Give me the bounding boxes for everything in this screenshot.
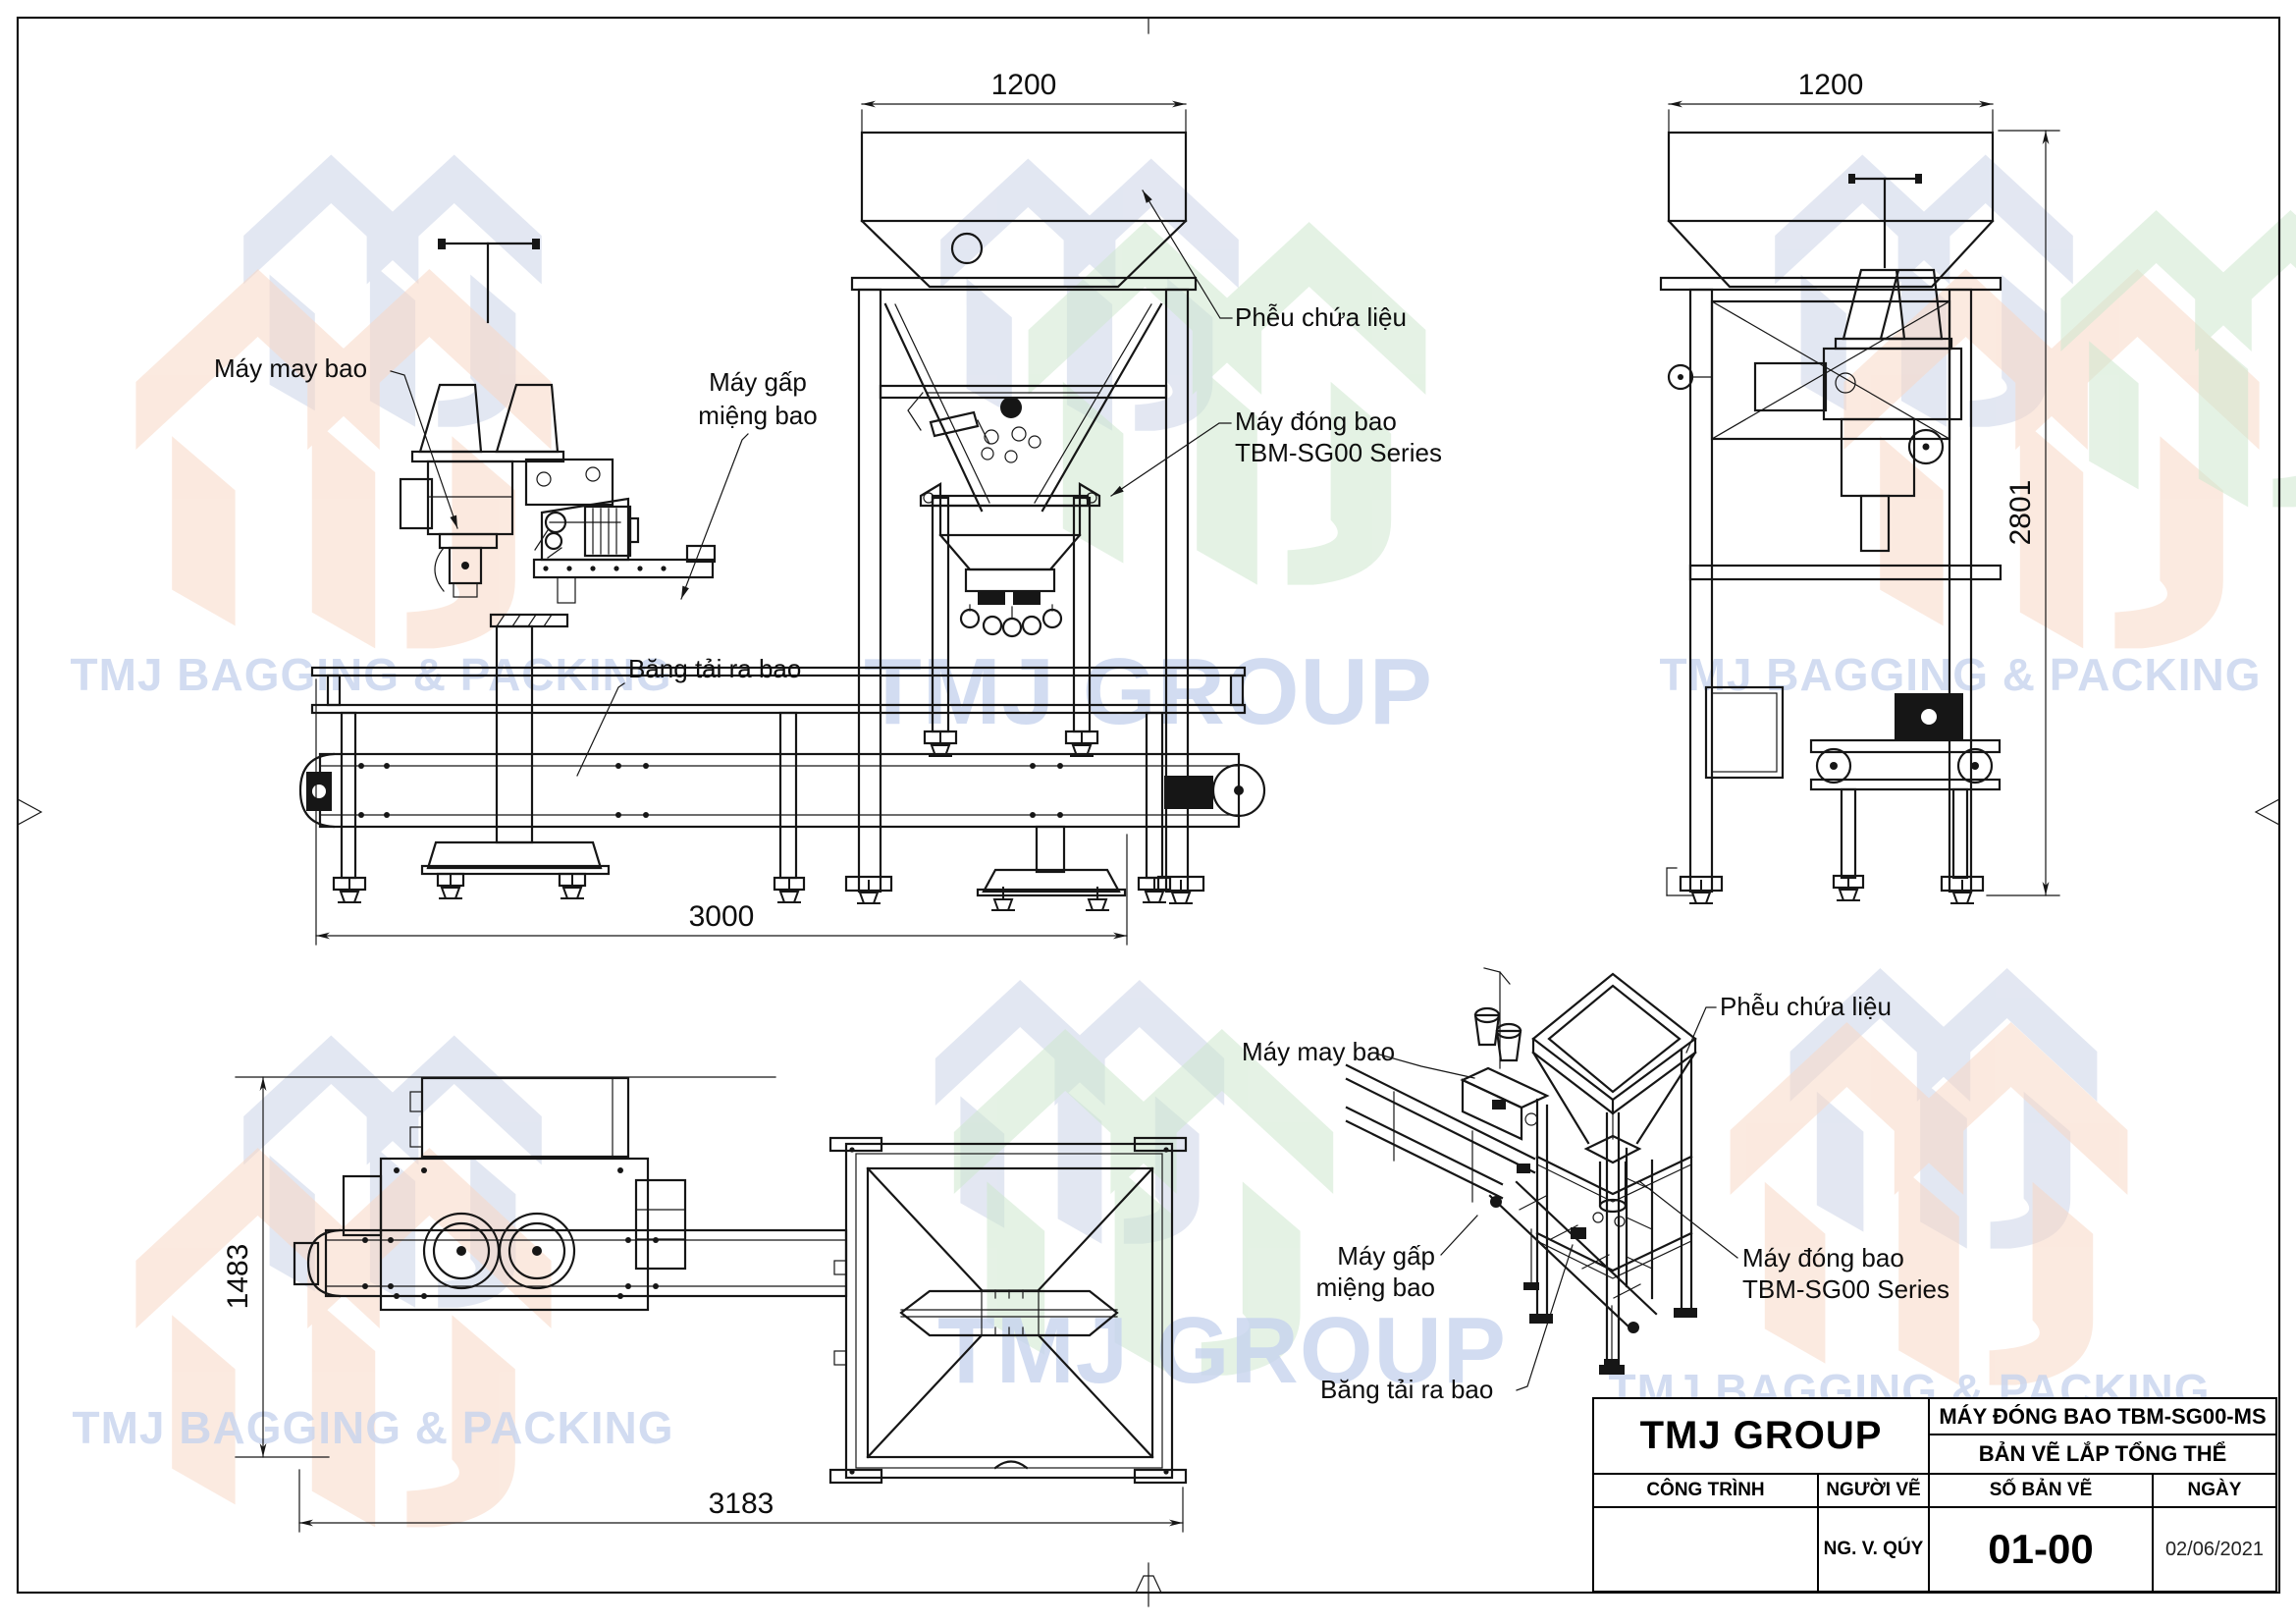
title-block: TMJ GROUP MÁY ĐÓNG BAO TBM-SG00-MS BẢN V… — [1592, 1397, 2277, 1593]
watermark-group-text: TMJ GROUP — [864, 639, 1433, 744]
title-block-col-project: CÔNG TRÌNH — [1594, 1475, 1819, 1508]
label-may-gap-2-iso: miệng bao — [1316, 1272, 1435, 1302]
label-may-gap-1-iso: Máy gấp — [1337, 1241, 1435, 1271]
sheet-border — [16, 16, 2281, 1607]
label-dong-1-iso: Máy đóng bao — [1742, 1243, 1904, 1272]
view-side-left: 3000 Máy may bao Máy gấp miệng bao Băng … — [214, 239, 1266, 946]
watermark-group-text: TMJ GROUP — [937, 1298, 1507, 1403]
label-may-gap-2: miệng bao — [698, 401, 817, 430]
leader-dong-iso — [1638, 1180, 1738, 1259]
leader-pheu-iso — [1685, 1006, 1717, 1054]
view-isometric: Máy may bao Phễu chứa liệu Máy gấp miệng… — [1242, 967, 1949, 1404]
leader-dong-front — [1110, 422, 1232, 497]
leader-pheu-front — [1142, 189, 1233, 319]
dim-1200-front: 1200 — [991, 69, 1057, 101]
leader-may-gap-iso — [1440, 1215, 1478, 1256]
dim-3183: 3183 — [709, 1488, 774, 1520]
center-mark-bottom — [1135, 1575, 1162, 1594]
label-pheu-front: Phễu chứa liệu — [1235, 302, 1407, 332]
title-block-date-value: 02/06/2021 — [2164, 1538, 2265, 1560]
label-bang-tai-iso: Băng tải ra bao — [1320, 1375, 1493, 1404]
watermark-brand-text: TMJ BAGGING & PACKING — [72, 1402, 673, 1453]
dim-1483: 1483 — [222, 1244, 254, 1310]
dim-3000: 3000 — [689, 900, 755, 933]
leader-may-may-bao-iso — [1371, 1052, 1475, 1079]
title-block-col-date: NGÀY — [2154, 1475, 2275, 1508]
watermark-layer: TMJ BAGGING & PACKING TMJ GROUP TMJ BAGG… — [70, 154, 2296, 1528]
title-block-col-drafter: NGƯỜI VẼ — [1819, 1475, 1930, 1508]
dim-2801: 2801 — [2004, 480, 2037, 546]
center-mark-right — [2254, 797, 2280, 827]
title-block-drawing-subtitle: BẢN VẼ LẮP TỔNG THỂ — [1930, 1435, 2275, 1475]
view-side-right: 1200 — [1659, 69, 2060, 904]
tmj-logo-watermark — [135, 269, 552, 649]
label-may-may-bao-iso: Máy may bao — [1242, 1037, 1395, 1066]
label-dong-1-front: Máy đóng bao — [1235, 406, 1397, 436]
label-dong-2-iso: TBM-SG00 Series — [1742, 1274, 1949, 1304]
title-block-company: TMJ GROUP — [1594, 1399, 1930, 1475]
dim-1200-side: 1200 — [1798, 69, 1864, 101]
leader-bang-tai — [576, 682, 625, 777]
leader-bang-tai-iso — [1516, 1244, 1574, 1391]
title-block-number-value: 01-00 — [1930, 1508, 2154, 1591]
title-block-project-value — [1594, 1508, 1819, 1591]
center-mark-left — [17, 797, 43, 827]
label-bang-tai: Băng tải ra bao — [628, 654, 801, 683]
title-block-drafter-value: NG. V. QÚY — [1819, 1508, 1930, 1591]
label-dong-2-front: TBM-SG00 Series — [1235, 438, 1442, 467]
watermark-brand-text: TMJ BAGGING & PACKING — [1659, 649, 2261, 700]
view-plan: 1483 3183 — [222, 1076, 1188, 1533]
title-block-col-number: SỐ BẢN VẼ — [1930, 1475, 2154, 1508]
leader-may-gap — [680, 433, 749, 600]
leader-may-may-bao — [390, 370, 458, 529]
label-may-gap-1: Máy gấp — [709, 367, 807, 397]
label-may-may-bao: Máy may bao — [214, 353, 367, 383]
label-pheu-iso: Phễu chứa liệu — [1720, 992, 1892, 1021]
view-front: 1200 — [844, 69, 1442, 911]
title-block-drawing-title: MÁY ĐÓNG BAO TBM-SG00-MS — [1930, 1399, 2275, 1435]
